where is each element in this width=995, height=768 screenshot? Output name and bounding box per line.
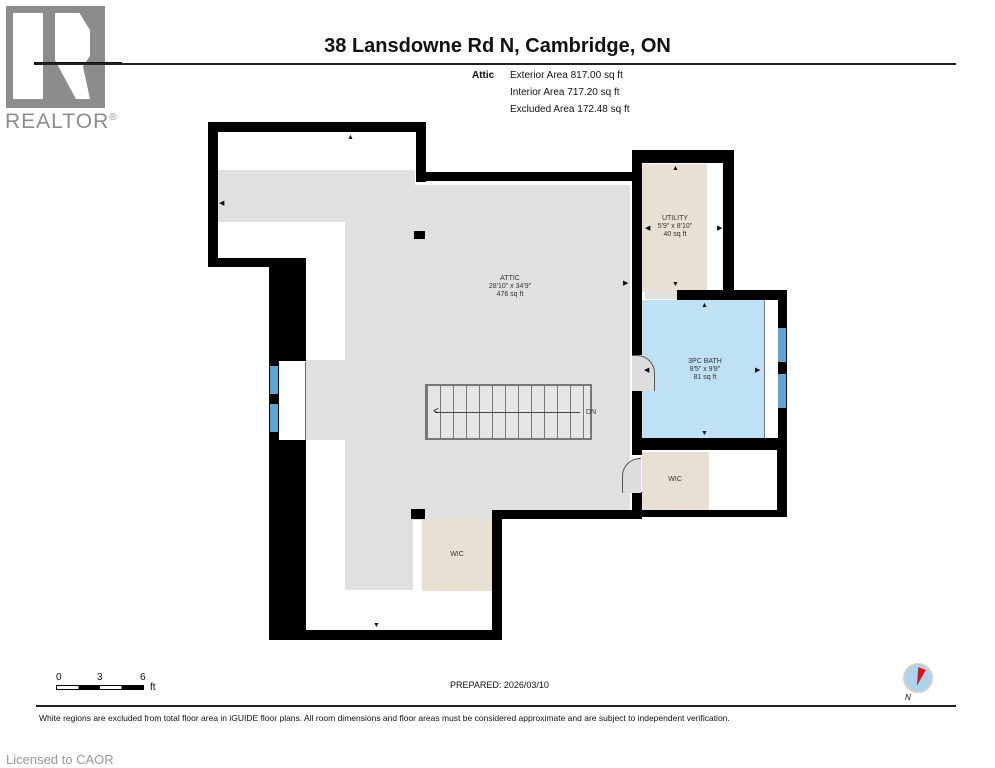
bath-floor [642,300,765,438]
dimension-arrow-icon: ◀ [219,200,225,207]
dimension-arrow-icon: ▶ [623,280,629,287]
dimension-arrow-icon: ▲ [701,302,708,309]
prepared-date: PREPARED: 2026/03/10 [450,680,549,690]
wall [269,360,279,440]
exterior-area: Exterior Area 817.00 sq ft [510,70,623,81]
wall [492,510,638,519]
realtor-wordmark: REALTOR® [5,110,118,133]
dimension-arrow-icon: ◀ [645,225,651,232]
room-label-wic-bottom: WIC [450,551,464,558]
window [270,366,278,394]
wall [208,122,218,267]
realtor-r-icon [13,13,43,99]
wall-post [411,509,425,519]
window [778,328,786,362]
dimension-arrow-icon: ◀ [644,367,650,374]
wall [208,258,306,267]
room-label-wic-right: WIC [668,476,682,483]
wall [632,150,642,355]
dimension-arrow-icon: ▲ [347,134,354,141]
compass-icon [903,663,933,693]
title-divider [36,63,956,65]
scale-unit: ft [150,682,156,693]
interior-area: Interior Area 717.20 sq ft [510,87,620,98]
wall [492,510,502,640]
scale-bar [56,685,144,690]
wic-right-floor [642,452,709,510]
disclaimer-text: White regions are excluded from total fl… [39,713,730,723]
bath-door[interactable] [632,355,655,391]
stair-label: DN [586,409,597,416]
wall [416,172,638,181]
dimension-arrow-icon: ▶ [717,225,723,232]
wall [416,122,426,182]
attic-floor-left [305,360,350,440]
compass-north-label: N [905,693,911,702]
wall [632,492,642,519]
dimension-arrow-icon: ▶ [755,367,761,374]
wall [632,438,787,450]
attic-floor-bottom [345,510,413,590]
wall [677,290,787,300]
page-title: 38 Lansdowne Rd N, Cambridge, ON [324,35,671,57]
window [270,404,278,432]
dimension-arrow-icon: ▲ [672,165,679,172]
wall [269,258,306,361]
scale-tick-0: 0 [56,672,62,683]
floor-label: Attic [472,70,495,81]
excluded-area: Excluded Area 172.48 sq ft [510,104,630,115]
dimension-arrow-icon: ▼ [701,430,708,437]
wall [269,440,306,640]
wall [269,630,502,640]
wall [632,150,734,163]
footer-divider [36,705,956,707]
stair-direction-line [435,412,580,413]
chimney [414,231,425,239]
wall [208,122,426,132]
scale-tick-6: 6 [140,672,146,683]
utility-floor [642,164,707,292]
wall [723,150,734,295]
dimension-arrow-icon: ▼ [373,622,380,629]
wall [632,390,642,455]
wall [632,510,787,517]
utility-doorway [645,291,677,299]
license-text: Licensed to CAOR [6,752,114,767]
scale-tick-3: 3 [97,672,103,683]
window [778,374,786,408]
stair-arrow-icon: < [433,406,439,417]
dimension-arrow-icon: ▼ [672,281,679,288]
attic-floor-main [345,185,630,515]
wic-bottom-floor [422,519,492,591]
